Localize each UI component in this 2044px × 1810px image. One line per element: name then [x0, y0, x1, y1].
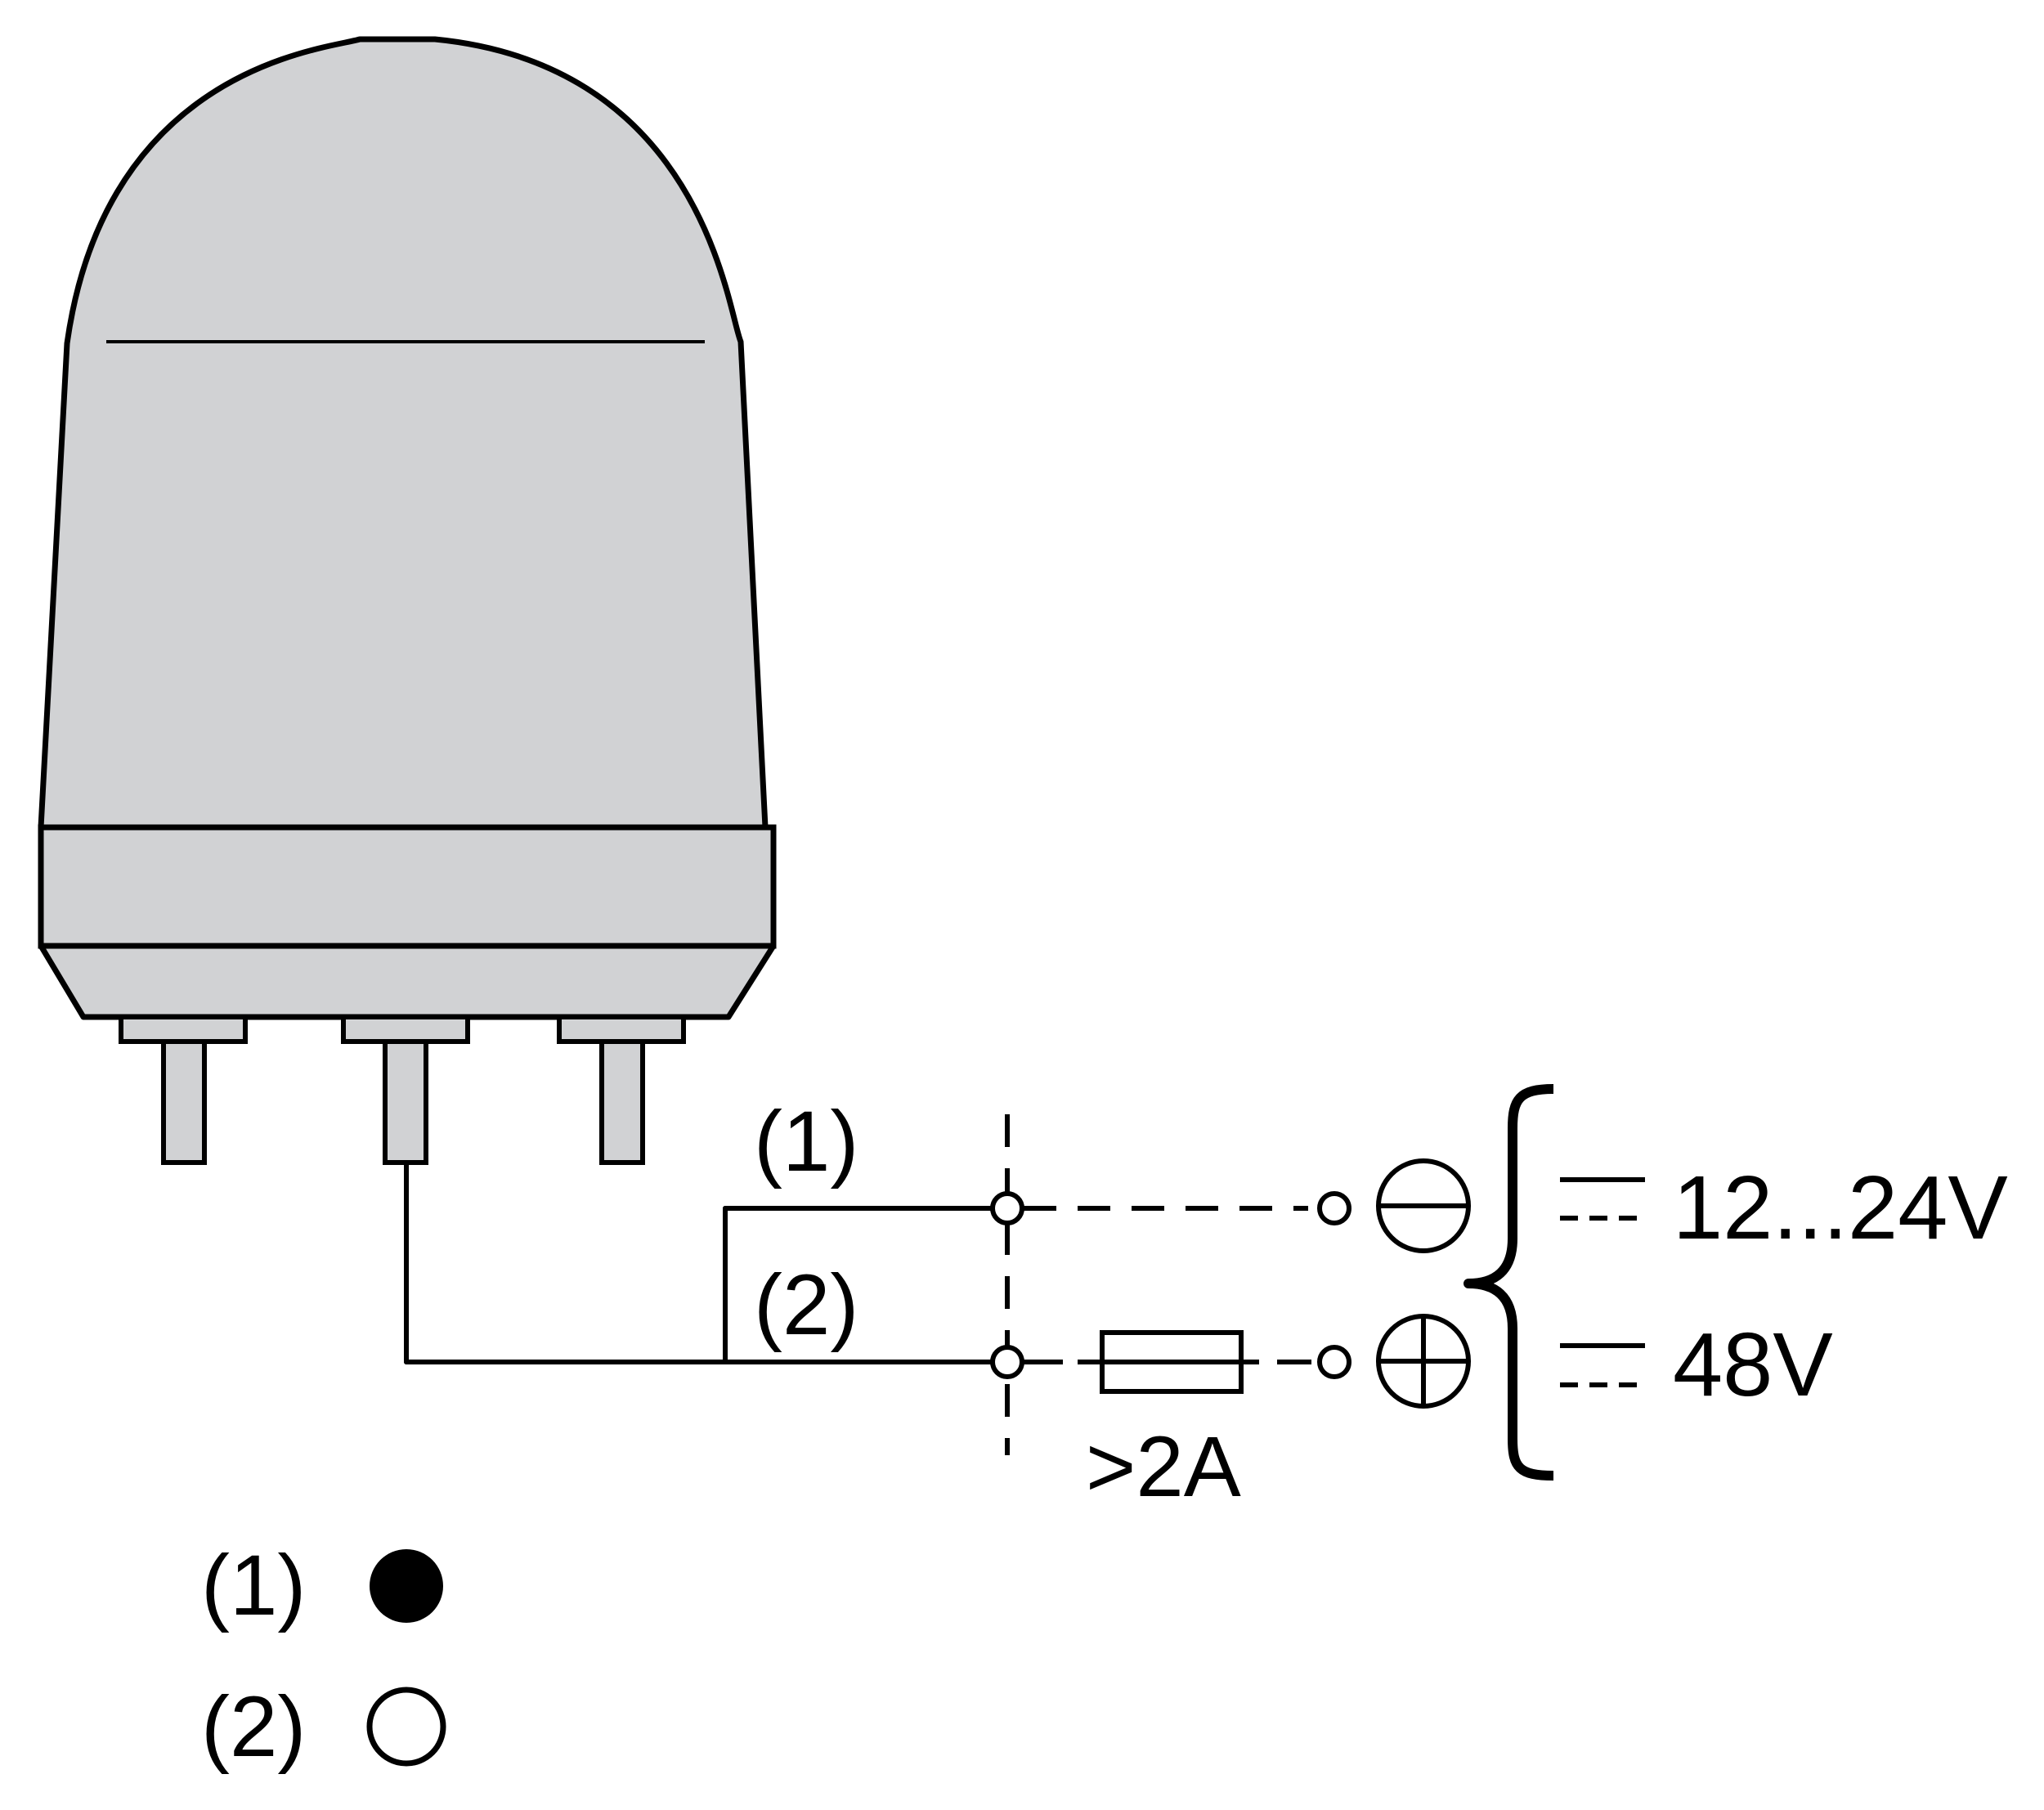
- junction-wire-2: [990, 1345, 1024, 1379]
- hollow-circle-icon: [366, 1687, 446, 1767]
- dc-symbol-upper: [1560, 1177, 1645, 1221]
- junction-wire-1: [990, 1191, 1024, 1225]
- beacon-band: [38, 824, 777, 949]
- legend-label-2: (2): [201, 1679, 306, 1775]
- terminal-positive: [1317, 1345, 1351, 1379]
- supply-brace: [1464, 1084, 1554, 1481]
- wire-2-label: (2): [754, 1257, 858, 1353]
- wiring: [404, 1114, 1471, 1455]
- wire-1-label: (1): [754, 1094, 858, 1189]
- terminal-pin-left: [119, 1015, 248, 1165]
- terminal-negative: [1317, 1191, 1351, 1225]
- beacon-dome: [38, 36, 769, 831]
- voltage-alt-label: 48V: [1673, 1315, 1833, 1415]
- beacon-housing: [38, 36, 777, 1165]
- legend-label-1: (1): [201, 1538, 306, 1633]
- beacon-base: [38, 943, 777, 1020]
- legend: (1) (2): [201, 1538, 446, 1775]
- plus-terminal-icon: [1376, 1314, 1471, 1409]
- fuse-label: >2A: [1086, 1419, 1241, 1515]
- voltage-range-label: 12...24V: [1673, 1158, 2008, 1258]
- minus-terminal-icon: [1376, 1158, 1471, 1253]
- dc-symbol-lower: [1560, 1343, 1645, 1387]
- filled-circle-icon: [370, 1549, 443, 1623]
- terminal-pin-middle: [341, 1015, 470, 1165]
- terminal-pin-right: [557, 1015, 686, 1165]
